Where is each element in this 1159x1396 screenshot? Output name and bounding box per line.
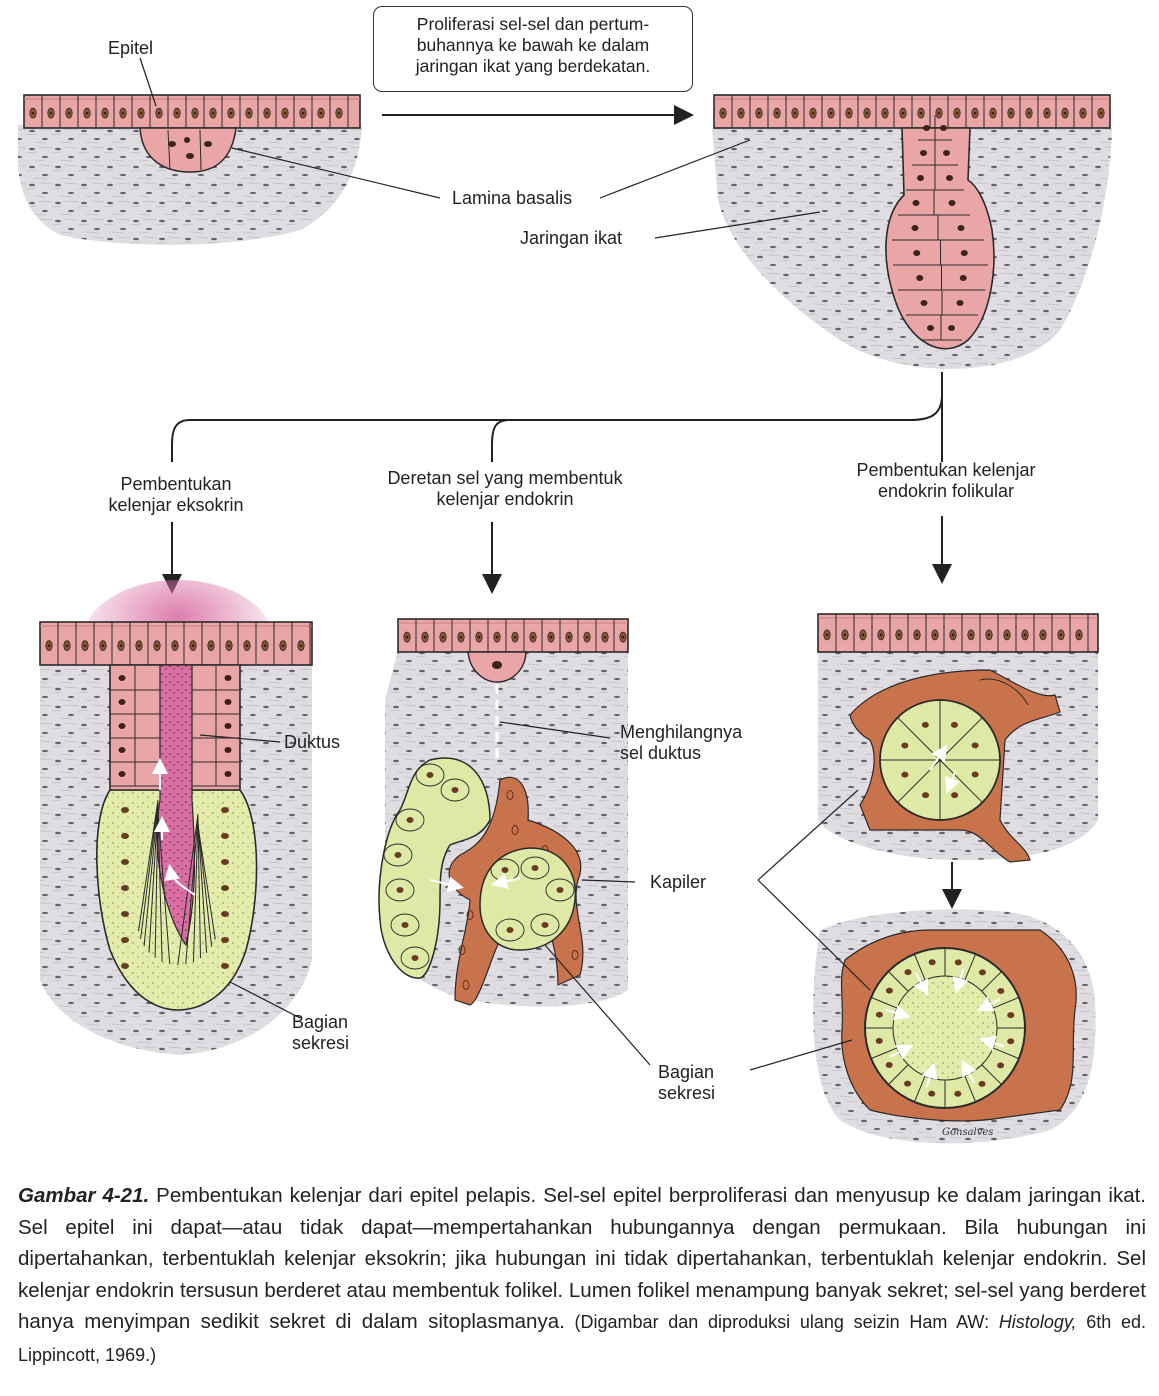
label-lamina-basalis: Lamina basalis	[452, 188, 573, 208]
bagian-sekresi-right-line-2: sekresi	[658, 1083, 716, 1103]
branch-exocrine-line-1: Pembentukan	[120, 474, 232, 494]
label-bagian-sekresi-right: Bagian sekresi	[658, 1062, 715, 1104]
epithelium-layer	[23, 94, 361, 129]
label-jaringan-ikat: Jaringan ikat	[520, 228, 623, 248]
branch-exocrine-line-2: kelenjar eksokrin	[108, 495, 244, 515]
downgrowth-cord	[885, 127, 995, 350]
cord-cells	[892, 115, 988, 341]
label-bagian-sekresi-left: Bagian sekresi	[292, 1012, 349, 1054]
bud-nuclei	[168, 137, 212, 159]
label-epitel: Epitel	[108, 38, 154, 58]
branch-follicular-line-2: endokrin folikular	[877, 481, 1015, 501]
figure-caption: Gambar 4-21. Pembentukan kelenjar dari e…	[18, 1180, 1146, 1371]
leader-lines	[139, 57, 871, 1071]
panel-early-bud	[18, 94, 362, 245]
branch-cord-line-1: Deretan sel yang membentuk	[387, 468, 623, 488]
follicle-cells	[865, 948, 1025, 1108]
panel-downgrowth	[712, 94, 1112, 369]
branch-cord-line-2: kelenjar endokrin	[436, 489, 574, 509]
panel-follicle-early	[817, 613, 1099, 863]
label-duktus: Duktus	[284, 732, 341, 752]
artist-signature: Gonsalves	[942, 1127, 994, 1138]
label-branch-exocrine: Pembentukan kelenjar eksokrin	[86, 474, 266, 516]
epithelium-layer	[397, 618, 629, 653]
label-menghilangnya: Menghilangnya sel duktus	[620, 722, 742, 764]
process-box: Proliferasi sel-sel dan pertum- buhannya…	[373, 6, 693, 92]
caption-text: Pembentukan kelenjar dari epitel pelapis…	[18, 1184, 1146, 1333]
branch-connector	[171, 372, 943, 462]
label-branch-cord: Deretan sel yang membentuk kelenjar endo…	[360, 468, 650, 510]
menghilangnya-line-2: sel duktus	[620, 743, 702, 763]
panel-cord	[378, 618, 629, 1007]
caption-source-italic: Histology,	[998, 1312, 1077, 1332]
label-branch-follicular: Pembentukan kelenjar endokrin folikular	[826, 460, 1066, 502]
menghilangnya-line-1: Menghilangnya	[620, 722, 743, 742]
caption-source-pre: (Digambar dan diproduksi ulang seizin Ha…	[564, 1312, 999, 1332]
panel-follicle-mature	[813, 909, 1096, 1144]
process-line-3: jaringan ikat yang berdekatan.	[415, 56, 651, 76]
epithelium-layer	[39, 621, 313, 666]
follicle-cells	[880, 700, 1000, 820]
process-line-2: buhannya ke bawah ke dalam	[416, 35, 650, 55]
branch-follicular-line-1: Pembentukan kelenjar	[856, 460, 1036, 480]
connective-tissue	[18, 125, 362, 245]
bagian-sekresi-left-line-2: sekresi	[292, 1033, 350, 1053]
secretion-arrows	[885, 968, 1005, 1088]
caption-source-post: 6th ed. Lippincott, 1969.)	[18, 1312, 1147, 1365]
bagian-sekresi-right-line-1: Bagian	[658, 1062, 715, 1082]
cord-cells	[383, 763, 575, 970]
epithelium-layer	[713, 94, 1111, 129]
diagram-stage: Epitel Proliferasi sel-sel dan pertum- b…	[18, 6, 1112, 1144]
bud-cells	[139, 127, 237, 173]
figure-label: Gambar 4-21.	[18, 1184, 150, 1207]
capillary-2	[979, 678, 1029, 706]
panel-exocrine	[39, 580, 313, 1055]
diagram-artwork	[18, 57, 1112, 1144]
label-kapiler: Kapiler	[650, 872, 707, 892]
bagian-sekresi-left-line-1: Bagian	[292, 1012, 349, 1032]
process-line-1: Proliferasi sel-sel dan pertum-	[416, 14, 650, 34]
follicle-lumen	[892, 975, 998, 1081]
epithelium-layer	[817, 613, 1099, 653]
